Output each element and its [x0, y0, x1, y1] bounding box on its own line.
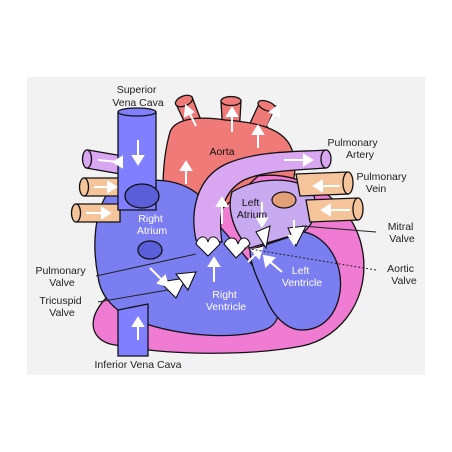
svc-opening: [124, 183, 160, 209]
label-tricuspid-valve: Tricuspid Valve: [39, 295, 84, 319]
arrow-icon: [207, 256, 221, 282]
arrow-icon: [247, 246, 264, 263]
arrow-icon: [97, 155, 123, 169]
arrow-icon: [94, 180, 118, 194]
label-aorta: Aorta: [209, 146, 234, 158]
left-ventricle: [249, 231, 342, 331]
label-mitral-valve: Mitral Valve: [388, 221, 417, 245]
pulmonary-valve: [195, 236, 221, 257]
pulmonary-artery-left-end: [81, 149, 93, 169]
arrow-icon: [215, 196, 229, 224]
superior-vena-cava-opening: [117, 107, 157, 117]
arrow-icon: [86, 206, 112, 220]
arrow-icon: [267, 104, 281, 127]
label-right-atrium: Right Atrium: [137, 213, 168, 237]
arrow-icon: [287, 220, 301, 246]
arrow-icon: [312, 179, 340, 193]
arrow-icon: [149, 267, 170, 288]
pulmonary-artery-end: [320, 149, 332, 169]
label-left-ventricle: Left Ventricle: [282, 265, 322, 289]
label-aortic-valve: Aortic Valve: [387, 263, 417, 287]
arrow-icon: [131, 140, 145, 166]
blood-flow-arrows: [86, 103, 350, 340]
arrow-icon: [284, 153, 314, 167]
label-right-ventricle: Right Ventricle: [206, 289, 246, 313]
coronary-sinus: [137, 240, 163, 260]
arrow-icon: [320, 203, 350, 217]
aortic-valve: [223, 237, 251, 259]
arrow-icon: [225, 106, 239, 132]
arrow-icon: [183, 103, 197, 127]
arrow-icon: [179, 160, 193, 184]
label-inferior-vena-cava: Inferior Vena Cava: [95, 359, 182, 371]
inferior-vena-cava: [117, 303, 149, 357]
arrow-icon: [251, 124, 265, 148]
label-pulmonary-vein: Pulmonary Vein: [356, 171, 409, 195]
label-pulmonary-valve: Pulmonary Valve: [35, 265, 88, 289]
arrow-icon: [262, 254, 283, 273]
arrow-icon: [131, 316, 145, 340]
label-pointers: [95, 225, 377, 303]
label-superior-vena-cava: Superior Vena Cava: [112, 84, 164, 109]
pulmonary-vein-opening: [271, 191, 297, 209]
label-pulmonary-artery: Pulmonary Artery: [327, 137, 380, 161]
label-left-atrium: Left Atrium: [237, 197, 268, 221]
arrow-icon: [255, 202, 269, 228]
